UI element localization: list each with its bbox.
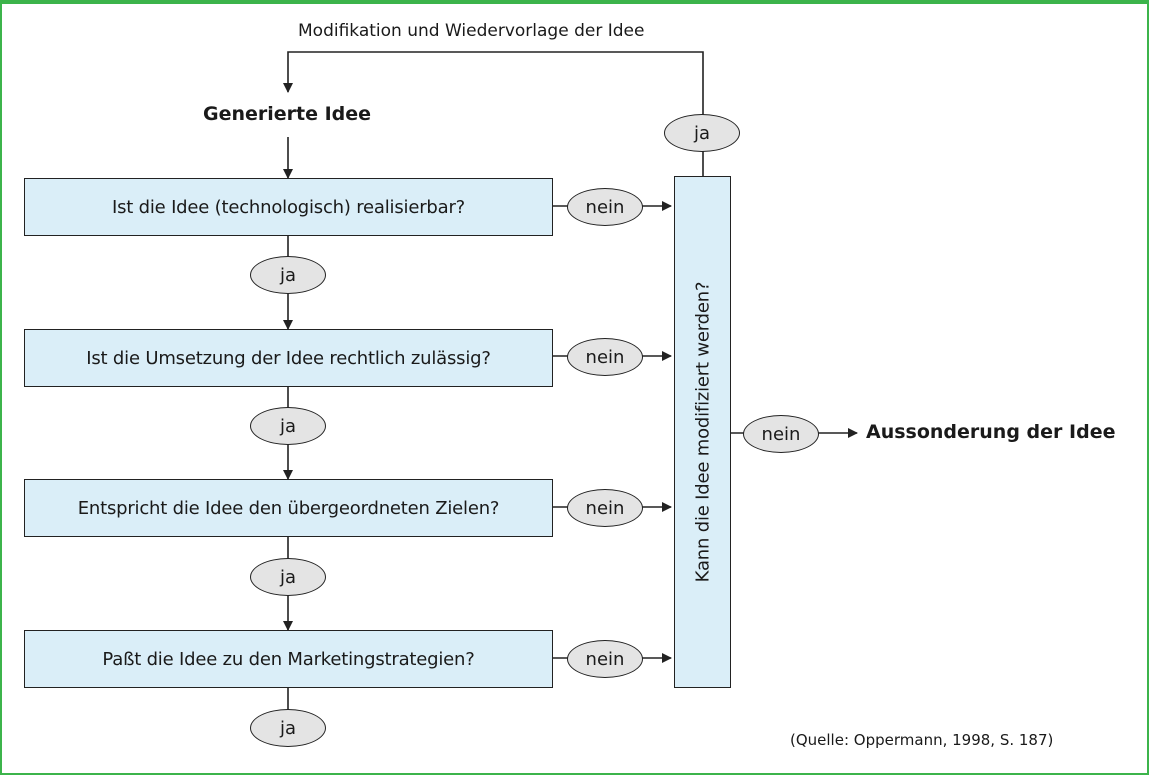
ja-oval-top: ja [664, 114, 740, 152]
nein-oval-2: nein [567, 338, 643, 376]
ja-oval-1: ja [250, 256, 326, 294]
nein-label-1: nein [585, 196, 625, 218]
ja-oval-2: ja [250, 407, 326, 445]
nein-oval-3: nein [567, 489, 643, 527]
nein-label-3: nein [585, 497, 625, 519]
nein-label-2: nein [585, 346, 625, 368]
ja-oval-3: ja [250, 558, 326, 596]
ja-label-4: ja [279, 717, 297, 739]
question-box-2: Ist die Umsetzung der Idee rechtlich zul… [24, 329, 553, 387]
question-text-4: Paßt die Idee zu den Marketingstrategien… [102, 648, 475, 670]
question-text-2: Ist die Umsetzung der Idee rechtlich zul… [86, 347, 491, 369]
question-box-3: Entspricht die Idee den übergeordneten Z… [24, 479, 553, 537]
ja-label-3: ja [279, 566, 297, 588]
nein-label-reject: nein [761, 423, 801, 445]
question-box-4: Paßt die Idee zu den Marketingstrategien… [24, 630, 553, 688]
source-note: (Quelle: Oppermann, 1998, S. 187) [790, 731, 1054, 749]
ja-oval-4: ja [250, 709, 326, 747]
question-box-1: Ist die Idee (technologisch) realisierba… [24, 178, 553, 236]
nein-label-4: nein [585, 648, 625, 670]
start-label: Generierte Idee [203, 103, 372, 125]
ja-label-2: ja [279, 415, 297, 437]
question-text-3: Entspricht die Idee den übergeordneten Z… [77, 497, 500, 519]
nein-oval-4: nein [567, 640, 643, 678]
modify-question-text: Kann die Idee modifiziert werden? [692, 281, 713, 583]
reject-label: Aussonderung der Idee [866, 421, 1116, 443]
ja-label-1: ja [279, 264, 297, 286]
nein-oval-reject: nein [743, 415, 819, 453]
feedback-label: Modifikation und Wiedervorlage der Idee [298, 21, 645, 41]
question-text-1: Ist die Idee (technologisch) realisierba… [111, 196, 465, 218]
modify-question-box: Kann die Idee modifiziert werden? [674, 176, 731, 688]
ja-label-top: ja [693, 122, 711, 144]
nein-oval-1: nein [567, 188, 643, 226]
